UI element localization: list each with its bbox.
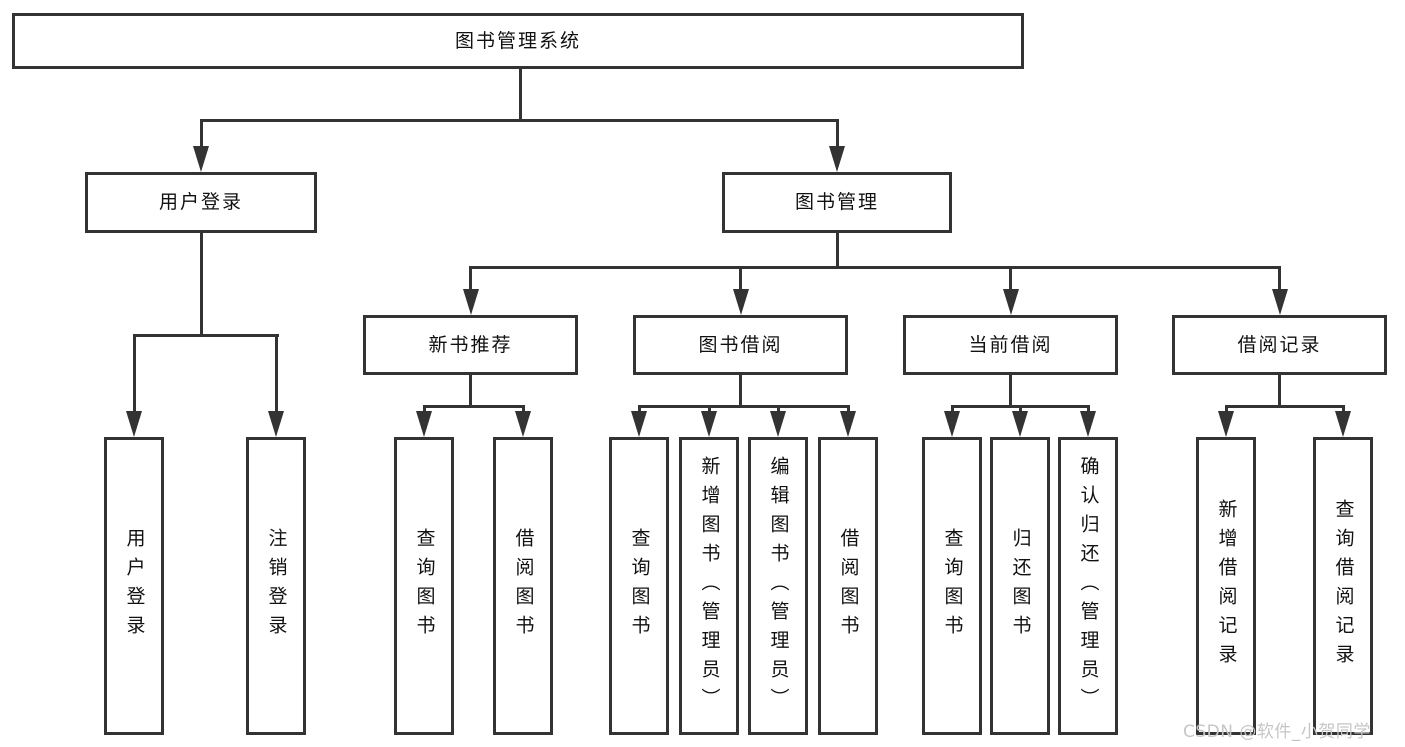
node-label: 图书管理系统: [454, 29, 581, 52]
node-new-book-recommend: 新书推荐: [363, 315, 578, 375]
edge-drop: [1342, 405, 1345, 415]
edge-drop-book-borrow: [739, 266, 742, 292]
arrow-down-icon: [944, 411, 960, 437]
edge-book-management-stem: [836, 233, 839, 269]
node-label: 图书管理: [794, 191, 879, 213]
edge-new-book-recommend-split: [423, 405, 525, 408]
edge-drop-new-book-recommend: [469, 266, 472, 292]
arrow-down-icon: [701, 411, 717, 437]
arrow-down-icon: [631, 411, 647, 437]
edge-new-book-recommend-stem: [469, 375, 472, 408]
node-current-borrow: 当前借阅: [903, 315, 1118, 375]
leaf-label: 新增借阅记录: [1215, 499, 1238, 673]
edge-drop-current-borrow: [1009, 266, 1012, 292]
edge-current-borrow-stem: [1009, 375, 1012, 408]
leaf-label: 归还图书: [1009, 528, 1032, 644]
edge-drop-book-management: [836, 119, 839, 150]
leaf-borrow-books-recommend: 借阅图书: [493, 437, 553, 735]
edge-drop: [1225, 405, 1228, 415]
edge-root-stem: [519, 69, 522, 121]
edge-user-login-stem: [200, 233, 203, 336]
arrow-down-icon: [463, 289, 479, 315]
arrow-down-icon: [1080, 411, 1096, 437]
leaf-query-books-current: 查询图书: [922, 437, 982, 735]
leaf-label: 确认归还（管理员）: [1077, 455, 1100, 717]
leaf-label: 注销登录: [265, 528, 288, 644]
leaf-label: 新增图书（管理员）: [698, 455, 721, 717]
node-library-management-system: 图书管理系统: [12, 13, 1024, 69]
leaf-label: 借阅图书: [512, 528, 535, 644]
leaf-add-borrow-record: 新增借阅记录: [1196, 437, 1256, 735]
node-label: 借阅记录: [1237, 333, 1322, 356]
arrow-down-icon: [268, 411, 284, 437]
edge-drop: [423, 405, 426, 415]
leaf-label: 编辑图书（管理员）: [767, 455, 790, 717]
node-book-management: 图书管理: [722, 172, 952, 233]
edge-book-management-split: [469, 266, 1281, 269]
node-label: 当前借阅: [968, 333, 1053, 356]
arrow-down-icon: [193, 146, 209, 172]
arrow-down-icon: [840, 411, 856, 437]
edge-drop: [708, 405, 711, 415]
edge-drop-borrow-record: [1278, 266, 1281, 292]
edge-drop: [951, 405, 954, 415]
leaf-add-books-admin: 新增图书（管理员）: [679, 437, 739, 735]
leaf-borrow-books: 借阅图书: [818, 437, 878, 735]
arrow-down-icon: [1335, 411, 1351, 437]
leaf-query-books-borrow: 查询图书: [609, 437, 669, 735]
edge-drop: [522, 405, 525, 415]
edge-drop-leaf-user-login: [133, 334, 136, 415]
edge-drop: [1087, 405, 1090, 415]
arrow-down-icon: [1003, 289, 1019, 315]
arrow-down-icon: [416, 411, 432, 437]
leaf-logout: 注销登录: [246, 437, 306, 735]
node-label: 用户登录: [158, 191, 243, 213]
csdn-watermark: CSDN @软件_小贺同学: [1183, 722, 1371, 742]
edge-root-split: [200, 119, 839, 122]
edge-drop-user-login: [200, 119, 203, 150]
arrow-down-icon: [1012, 411, 1028, 437]
node-user-login: 用户登录: [85, 172, 317, 233]
arrow-down-icon: [126, 411, 142, 437]
leaf-user-login: 用户登录: [104, 437, 164, 735]
node-label: 新书推荐: [428, 333, 513, 356]
arrow-down-icon: [515, 411, 531, 437]
leaf-label: 用户登录: [123, 528, 146, 644]
edge-drop: [847, 405, 850, 415]
leaf-query-books-recommend: 查询图书: [394, 437, 454, 735]
edge-borrow-record-stem: [1278, 375, 1281, 408]
edge-drop: [1019, 405, 1022, 415]
edge-borrow-record-split: [1225, 405, 1345, 408]
node-label: 图书借阅: [698, 333, 783, 356]
arrow-down-icon: [770, 411, 786, 437]
edge-drop-leaf-logout: [275, 334, 278, 415]
edge-drop: [638, 405, 641, 415]
leaf-label: 查询图书: [413, 528, 436, 644]
node-book-borrow: 图书借阅: [633, 315, 848, 375]
leaf-return-books: 归还图书: [990, 437, 1050, 735]
leaf-label: 借阅图书: [837, 528, 860, 644]
leaf-edit-books-admin: 编辑图书（管理员）: [748, 437, 808, 735]
leaf-label: 查询图书: [628, 528, 651, 644]
leaf-confirm-return-admin: 确认归还（管理员）: [1058, 437, 1118, 735]
leaf-query-borrow-record: 查询借阅记录: [1313, 437, 1373, 735]
arrow-down-icon: [733, 289, 749, 315]
arrow-down-icon: [829, 146, 845, 172]
edge-book-borrow-split: [638, 405, 850, 408]
edge-drop: [777, 405, 780, 415]
arrow-down-icon: [1218, 411, 1234, 437]
edge-book-borrow-stem: [739, 375, 742, 408]
arrow-down-icon: [1272, 289, 1288, 315]
leaf-label: 查询图书: [941, 528, 964, 644]
leaf-label: 查询借阅记录: [1332, 499, 1355, 673]
edge-user-login-split: [133, 334, 279, 337]
node-borrow-record: 借阅记录: [1172, 315, 1387, 375]
